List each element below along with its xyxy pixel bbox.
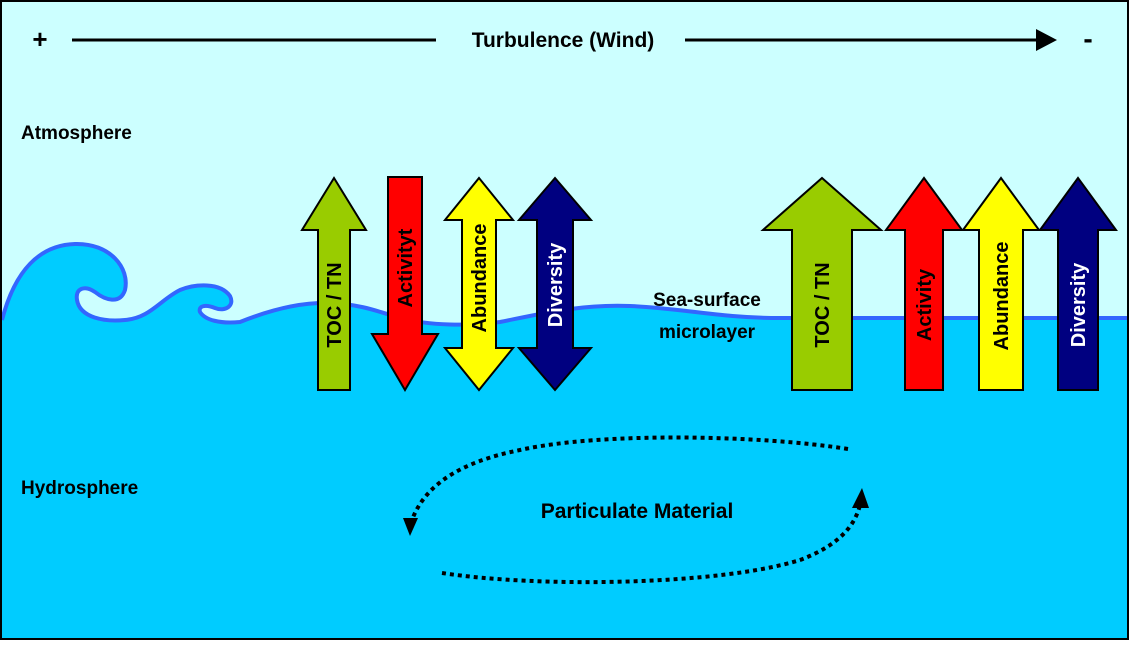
right-arrow-label: Diversity	[1068, 262, 1090, 347]
turbulence-arrowhead-icon	[1036, 29, 1057, 51]
particulate-arrowhead-up-icon	[852, 488, 869, 508]
microlayer-label-line1: Sea-surface	[653, 290, 761, 311]
left-arrow-shape	[516, 176, 594, 392]
particulate-material-label: Particulate Material	[541, 500, 734, 523]
particulate-arrowhead-down-icon	[403, 518, 418, 536]
left-arrow-label: Diversity	[545, 242, 567, 327]
particulate-cycle-top-arrow	[410, 435, 849, 521]
left-arrow-group: TOC / TN Activityt Abundance Diversity	[300, 176, 594, 392]
right-arrow-shape	[1038, 176, 1118, 391]
left-arrow-shape	[300, 176, 368, 391]
left-activityt-arrow: Activityt	[370, 176, 440, 392]
microlayer-label-line2: microlayer	[659, 322, 756, 343]
right-arrow-label: Activity	[914, 268, 936, 341]
hydrosphere-label: Hydrosphere	[21, 478, 138, 499]
right-diversity-arrow: Diversity	[1038, 176, 1118, 391]
right-arrow-shape	[760, 176, 884, 391]
turbulence-title: Turbulence (Wind)	[472, 29, 655, 52]
right-toc-tn-arrow: TOC / TN	[760, 176, 884, 391]
right-abundance-arrow: Abundance	[961, 176, 1041, 391]
right-arrow-label: Abundance	[991, 242, 1013, 351]
sea-surface-line	[0, 241, 1129, 327]
left-arrow-shape	[370, 176, 440, 392]
particulate-cycle-bottom-arrow	[441, 504, 862, 585]
left-diversity-arrow: Diversity	[516, 176, 594, 392]
right-activity-arrow: Activity	[884, 176, 964, 391]
right-arrow-shape	[884, 176, 964, 391]
right-arrow-label: TOC / TN	[812, 262, 834, 347]
left-arrow-label: Activityt	[395, 228, 417, 307]
minus-sign: -	[1083, 23, 1092, 54]
right-arrow-group: TOC / TN Activity Abundance Diversity	[760, 176, 1118, 391]
atmosphere-label: Atmosphere	[21, 123, 132, 144]
left-toc-tn-arrow: TOC / TN	[300, 176, 368, 391]
right-arrow-shape	[961, 176, 1041, 391]
left-arrow-label: TOC / TN	[324, 262, 346, 347]
left-abundance-arrow: Abundance	[442, 176, 516, 392]
left-arrow-shape	[442, 176, 516, 392]
plus-sign: +	[32, 24, 47, 54]
left-arrow-label: Abundance	[469, 224, 491, 333]
